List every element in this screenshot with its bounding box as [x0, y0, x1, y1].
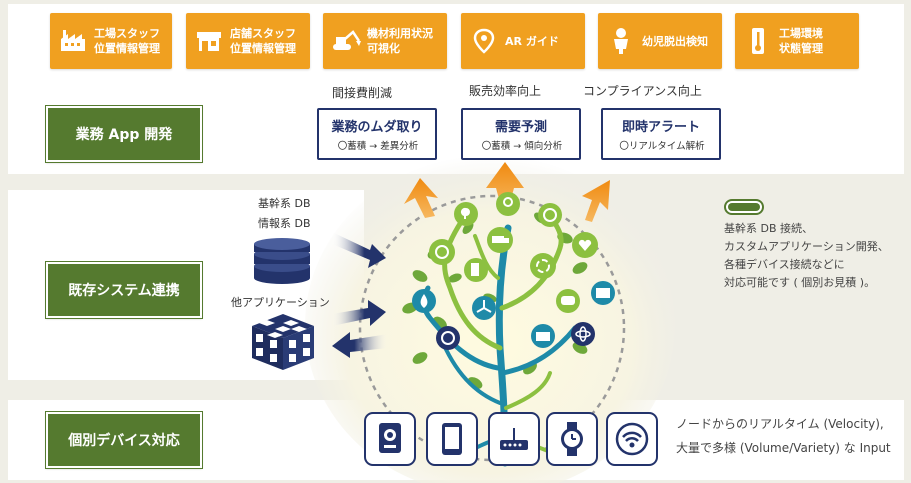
system-integration-button[interactable]: 既存システム連携: [45, 261, 203, 319]
iot-tree: [402, 162, 615, 467]
card-waste-reduction: 業務のムダ取り 〇蓄積 → 差異分析: [317, 108, 437, 160]
card-demand-forecast: 需要予測 〇蓄積 → 傾向分析: [461, 108, 581, 160]
globe-leaf-icon: [429, 239, 455, 265]
feature-ar-guide: AR ガイド: [461, 13, 585, 69]
benefit-label: コンプライアンス向上: [583, 84, 702, 98]
camera-device-icon: [364, 412, 416, 466]
tablet-icon: [426, 412, 478, 466]
excavator-icon: [329, 29, 363, 53]
benefit-label: 間接費削減: [332, 86, 393, 100]
card-title: 需要予測: [494, 120, 547, 135]
card-subtitle: 〇リアルタイム解析: [619, 141, 705, 152]
feature-label: 工場環境 状態管理: [779, 27, 823, 55]
atom-icon: [571, 322, 595, 346]
store-icon: [192, 29, 226, 53]
app-development-button[interactable]: 業務 App 開発: [45, 105, 203, 163]
feature-child-escape: 幼児脱出検知: [598, 13, 722, 69]
arrow-in-2: [332, 300, 386, 326]
pin-icon: [496, 192, 520, 216]
wifi-beacon-icon: [606, 412, 658, 466]
feature-equipment: 機材利用状況 可視化: [323, 13, 447, 69]
clock-icon: [538, 203, 562, 227]
router-icon: [488, 412, 540, 466]
feature-factory-staff: 工場スタッフ 位置情報管理: [50, 13, 172, 69]
growth-arrows: [404, 162, 610, 222]
card-title: 即時アラート: [621, 120, 700, 135]
integration-note: 基幹系 DB 接続、 カスタムアプリケーション開発、 各種デバイス接続などに 対…: [724, 222, 889, 289]
benefit-label: 販売効率向上: [469, 84, 542, 98]
child-icon: [604, 27, 638, 55]
flow-arrows: [332, 232, 388, 358]
other-app-label: 他アプリケーション: [231, 296, 330, 309]
feature-label: 幼児脱出検知: [642, 34, 708, 48]
cube-icon: [252, 314, 314, 370]
device-support-button[interactable]: 個別デバイス対応: [45, 411, 203, 469]
feature-label: AR ガイド: [505, 34, 559, 48]
tree-nodes: [412, 192, 615, 350]
feature-label: 店舗スタッフ 位置情報管理: [230, 27, 296, 55]
feature-store-staff: 店舗スタッフ 位置情報管理: [186, 13, 310, 69]
note-pill: [724, 199, 764, 215]
dashed-circle: [358, 194, 626, 462]
card-subtitle: 〇蓄積 → 傾向分析: [481, 141, 563, 152]
arrow-in-1: [332, 232, 386, 268]
smartwatch-icon: [546, 412, 598, 466]
feature-label: 機材利用状況 可視化: [367, 27, 433, 55]
card-title: 業務のムダ取り: [331, 120, 423, 135]
globe-icon: [436, 326, 460, 350]
recycle-icon: [530, 253, 556, 279]
factory-icon: [56, 29, 90, 53]
db-label: 基幹系 DB 情報系 DB: [258, 197, 311, 230]
feature-label: 工場スタッフ 位置情報管理: [94, 27, 160, 55]
arrow-out: [332, 332, 388, 358]
card-subtitle: 〇蓄積 → 差異分析: [337, 141, 419, 152]
feature-factory-env: 工場環境 状態管理: [735, 13, 859, 69]
thermometer-icon: [741, 27, 775, 55]
map-pin-icon: [467, 28, 501, 54]
database-icon: [254, 238, 310, 284]
input-note: ノードからのリアルタイム (Velocity), 大量で多様 (Volume/V…: [676, 417, 891, 455]
card-instant-alert: 即時アラート 〇リアルタイム解析: [601, 108, 721, 160]
